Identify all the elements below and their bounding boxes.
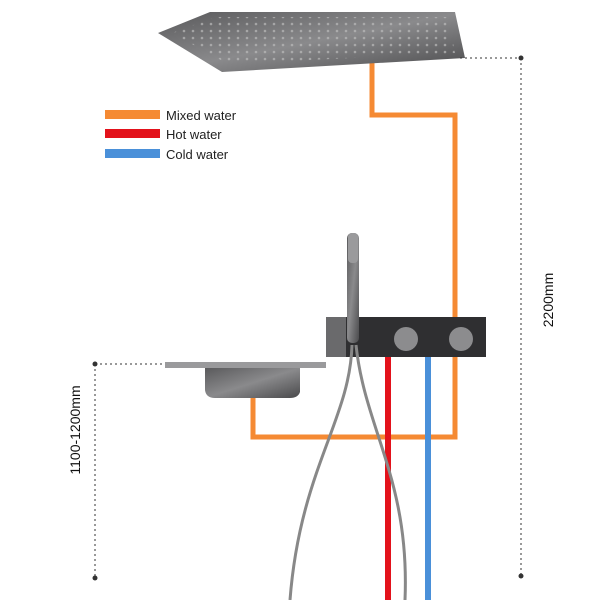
rain-shower-head: [158, 12, 465, 72]
legend-label-mixed: Mixed water: [166, 108, 237, 123]
legend-swatch-hot: [105, 129, 160, 138]
temperature-knob: [394, 327, 418, 351]
legend-label-hot: Hot water: [166, 127, 222, 142]
spout-height-label: 1100-1200mm: [67, 385, 83, 474]
mixed-water-pipe-top: [369, 60, 458, 320]
legend: Mixed water Hot water Cold water: [105, 108, 237, 162]
legend-swatch-cold: [105, 149, 160, 158]
hand-shower: [288, 233, 407, 600]
height-dimension-spout: 1100-1200mm: [67, 361, 165, 581]
total-height-label: 2200mm: [540, 273, 556, 327]
legend-label-cold: Cold water: [166, 147, 229, 162]
mixed-water-pipe-bottom: [250, 355, 458, 440]
flow-diverter-knob: [449, 327, 473, 351]
waterfall-spout: [165, 362, 326, 398]
height-dimension-2200: 2200mm: [460, 55, 556, 579]
legend-swatch-mixed: [105, 110, 160, 119]
